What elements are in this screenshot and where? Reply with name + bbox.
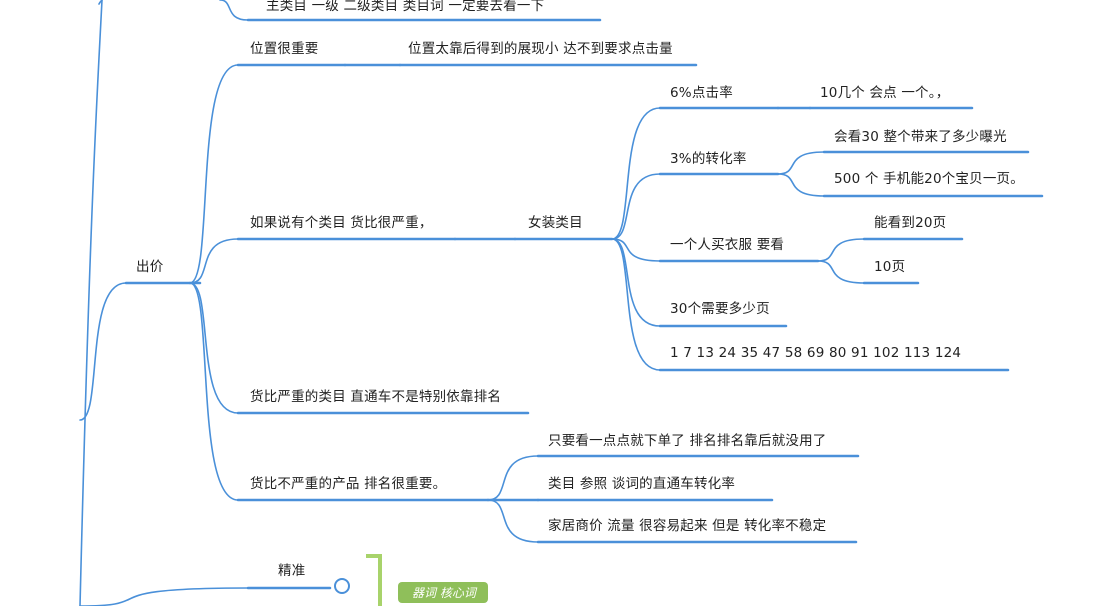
node-sequence: 1 7 13 24 35 47 58 69 80 91 102 113 124 <box>670 345 962 361</box>
bracket-connector <box>366 554 382 606</box>
node-not-severe: 货比不严重的产品 排名很重要。 <box>250 476 447 492</box>
edge-top-partial <box>219 0 249 21</box>
collapse-toggle-icon[interactable] <box>334 578 350 594</box>
edge-bid-severe <box>189 282 239 414</box>
edge-womens-person <box>611 238 661 262</box>
node-ctr-6: 6%点击率 <box>670 85 733 101</box>
node-bottom-partial: 精准 <box>278 563 306 579</box>
bottom-tag-badge: 器词 核心词 <box>398 582 488 603</box>
edge-trunk-bid <box>79 282 127 421</box>
node-cvr-3: 3%的转化率 <box>670 151 747 167</box>
edge-bid-crowded <box>189 238 239 284</box>
node-thirty-pages: 30个需要多少页 <box>670 301 770 317</box>
node-position-important: 位置很重要 <box>250 41 319 57</box>
edge-ns-note3 <box>487 499 539 543</box>
node-bid: 出价 <box>136 259 164 275</box>
node-cvr-3-note2: 500 个 手机能20个宝贝一页。 <box>834 171 1024 187</box>
edge-womens-sequence <box>611 238 661 371</box>
edge-bid-position <box>189 64 239 284</box>
node-ctr-6-note: 10几个 会点 一个。， <box>820 85 950 101</box>
edge-womens-ctr <box>611 107 661 240</box>
trunk-line <box>79 0 103 606</box>
node-top-partial: 主类目 一级 二级类目 类目词 一定要去看一下 <box>266 0 545 14</box>
edge-person-note1 <box>817 238 865 262</box>
node-person-buy-note1: 能看到20页 <box>874 215 947 231</box>
edge-ns-note1 <box>487 455 539 501</box>
node-severe-category: 货比严重的类目 直通车不是特别依靠排名 <box>250 389 502 405</box>
edge-person-note2 <box>817 260 865 284</box>
trunk-stub <box>98 0 103 5</box>
node-not-severe-note3: 家居商价 流量 很容易起来 但是 转化率不稳定 <box>548 518 827 534</box>
node-womens-category: 女装类目 <box>528 215 583 231</box>
node-not-severe-note2: 类目 参照 谈词的直通车转化率 <box>548 476 736 492</box>
node-not-severe-note1: 只要看一点点就下单了 排名排名靠后就没用了 <box>548 433 827 449</box>
edge-womens-cvr <box>611 173 661 240</box>
edge-bid-not-severe <box>189 282 239 501</box>
edge-womens-thirty <box>611 238 661 327</box>
edge-bottom <box>79 587 249 606</box>
node-person-buy: 一个人买衣服 要看 <box>670 237 785 253</box>
edge-cvr-note2 <box>777 173 825 197</box>
node-person-buy-note2: 10页 <box>874 259 906 275</box>
node-category-crowded: 如果说有个类目 货比很严重， <box>250 215 433 231</box>
node-position-detail: 位置太靠后得到的展现小 达不到要求点击量 <box>408 41 673 57</box>
node-cvr-3-note1: 会看30 整个带来了多少曝光 <box>834 129 1007 145</box>
edge-cvr-note1 <box>777 151 825 175</box>
